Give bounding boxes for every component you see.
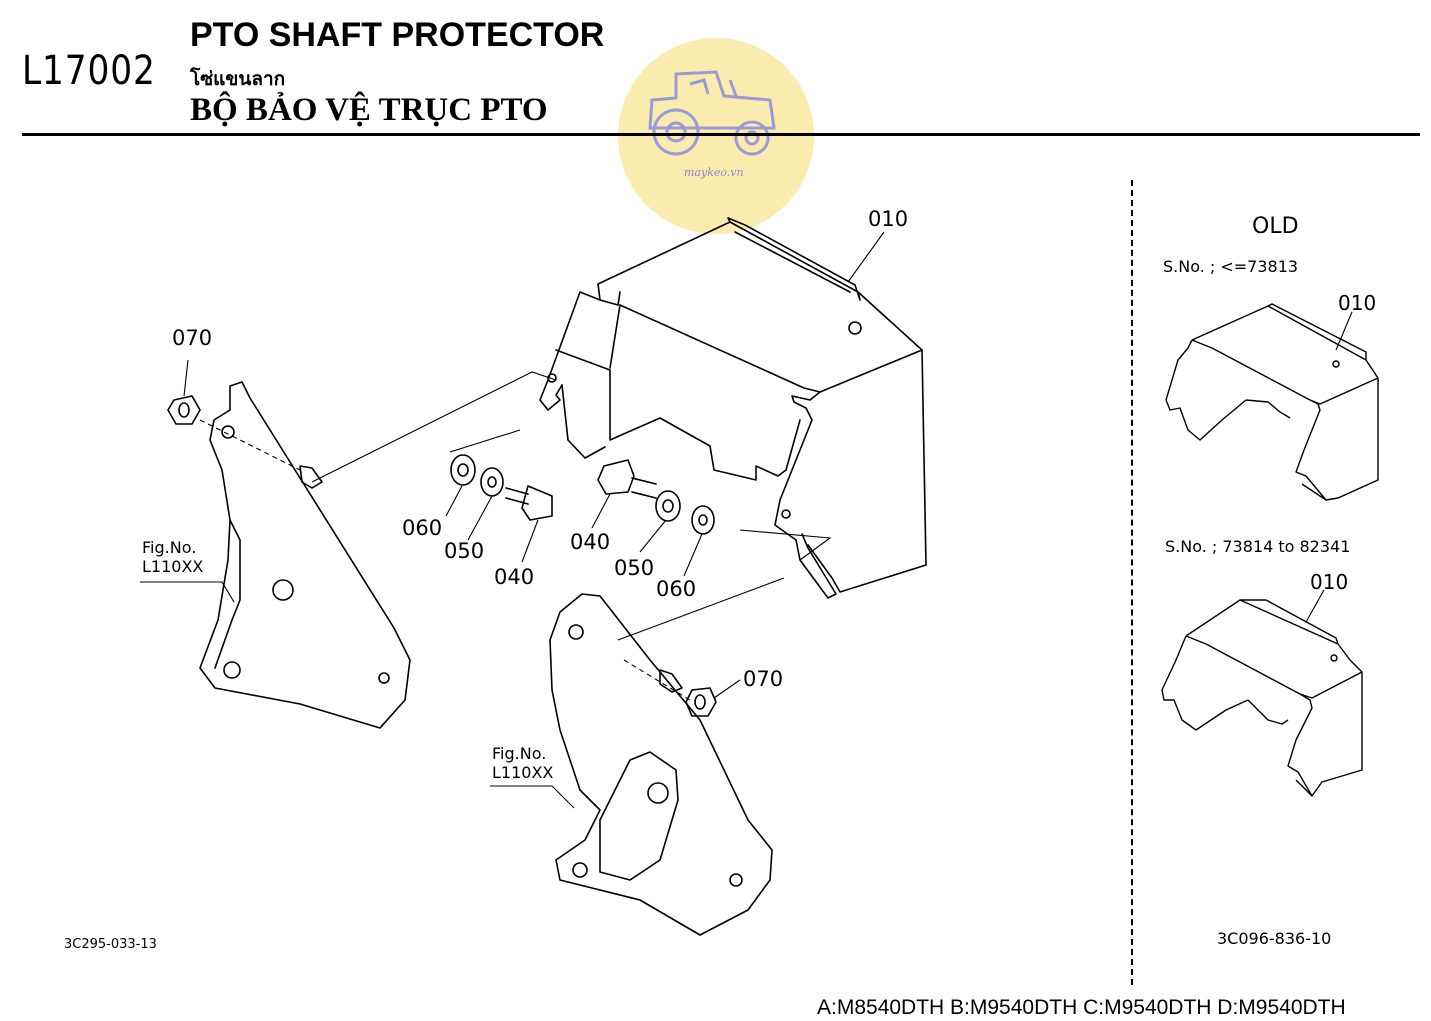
old-cover-variant-2 [1161, 599, 1363, 797]
fig-ref-left-line2: L110XX [142, 557, 204, 576]
nut-070-bottom [685, 687, 717, 717]
fig-ref-left: Fig.No. L110XX [142, 538, 203, 576]
callout-050-right: 050 [614, 556, 655, 580]
callout-040-right: 040 [570, 530, 611, 554]
page-code: L17002 [22, 48, 156, 94]
right-fastener-group [597, 459, 715, 535]
left-fastener-group [450, 454, 553, 521]
watermark-text: maykeo.vn [684, 166, 744, 179]
callout-040-left: 040 [494, 565, 535, 589]
old-callout-010-2: 010 [1310, 570, 1349, 594]
fig-ref-left-line1: Fig.No. [142, 538, 197, 557]
callout-070-top: 070 [172, 326, 213, 350]
old-cover-variant-1 [1165, 303, 1379, 501]
fig-ref-bottom-line2: L110XX [492, 763, 554, 782]
fig-ref-bottom: Fig.No. L110XX [492, 744, 553, 782]
callout-060-left: 060 [402, 516, 443, 540]
page-title-vietnamese: BỘ BẢO VỆ TRỤC PTO [190, 92, 548, 128]
callout-010: 010 [868, 207, 909, 231]
nut-070-top [167, 395, 201, 425]
callout-060-right: 060 [656, 577, 697, 601]
page-title-thai: โซ่แขนลาก [190, 68, 286, 90]
left-bracket [199, 381, 411, 729]
bottom-bracket [549, 593, 773, 936]
fig-ref-bottom-line1: Fig.No. [492, 744, 547, 763]
callout-070-bottom: 070 [743, 667, 784, 691]
page-title: PTO SHAFT PROTECTOR [190, 16, 605, 54]
applicable-models: A:M8540DTH B:M9540DTH C:M9540DTH D:M9540… [817, 996, 1346, 1019]
old-serial-1: S.No. ; <=73813 [1163, 257, 1299, 276]
callout-050-left: 050 [444, 539, 485, 563]
panel-divider [1131, 180, 1133, 985]
drawing-code-main: 3C295-033-13 [64, 937, 157, 952]
old-serial-2: S.No. ; 73814 to 82341 [1165, 537, 1351, 556]
old-label: OLD [1252, 214, 1299, 239]
header-rule [22, 133, 1420, 136]
old-callout-010-1: 010 [1338, 291, 1377, 315]
pto-cover-010 [539, 217, 927, 599]
drawing-code-old: 3C096-836-10 [1217, 929, 1332, 948]
